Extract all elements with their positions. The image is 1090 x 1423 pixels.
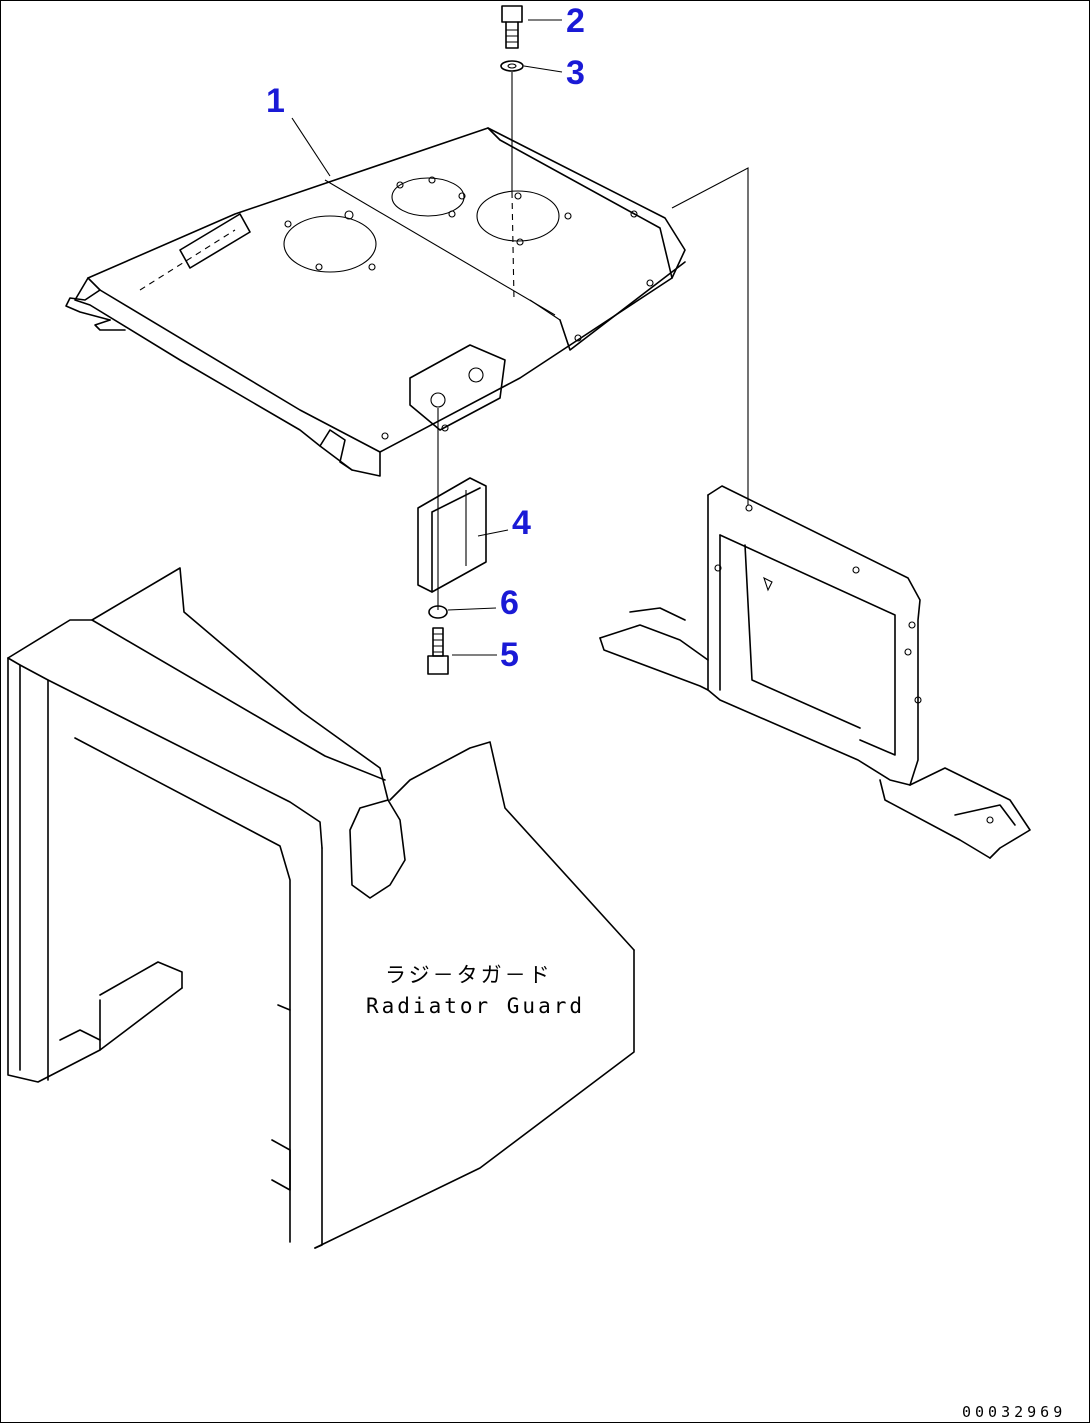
callout-2: 2 <box>566 2 585 40</box>
callout-4: 4 <box>512 504 531 542</box>
mount-nut-b <box>430 392 446 408</box>
assembly-line-frame <box>671 167 749 505</box>
washer-lower <box>428 605 448 619</box>
bolt-lower <box>427 627 449 675</box>
radiator-guard-label-jp: ラジ－タガ－ド <box>385 963 553 987</box>
mount-nut-a <box>468 367 484 383</box>
callout-5: 5 <box>500 636 519 674</box>
leader-3 <box>523 65 563 73</box>
top-cover-panel <box>65 127 686 477</box>
bolt-top <box>501 5 523 49</box>
washer-top <box>500 60 524 72</box>
leader-1 <box>291 117 331 177</box>
callout-3: 3 <box>566 54 585 92</box>
leader-6 <box>447 607 497 611</box>
panel-opening-large <box>283 215 377 273</box>
leader-4 <box>477 529 509 537</box>
drawing-code: 00032969 <box>962 1403 1066 1421</box>
radiator-guard <box>7 567 635 1249</box>
mounting-frame <box>599 485 1031 859</box>
assembly-line-hidden <box>511 191 515 301</box>
bracket <box>417 477 487 593</box>
radiator-guard-label-en: Radiator Guard <box>366 994 585 1018</box>
panel-opening-small <box>391 177 465 217</box>
panel-opening-right <box>476 190 560 242</box>
callout-6: 6 <box>500 584 519 622</box>
callout-1: 1 <box>266 82 285 120</box>
